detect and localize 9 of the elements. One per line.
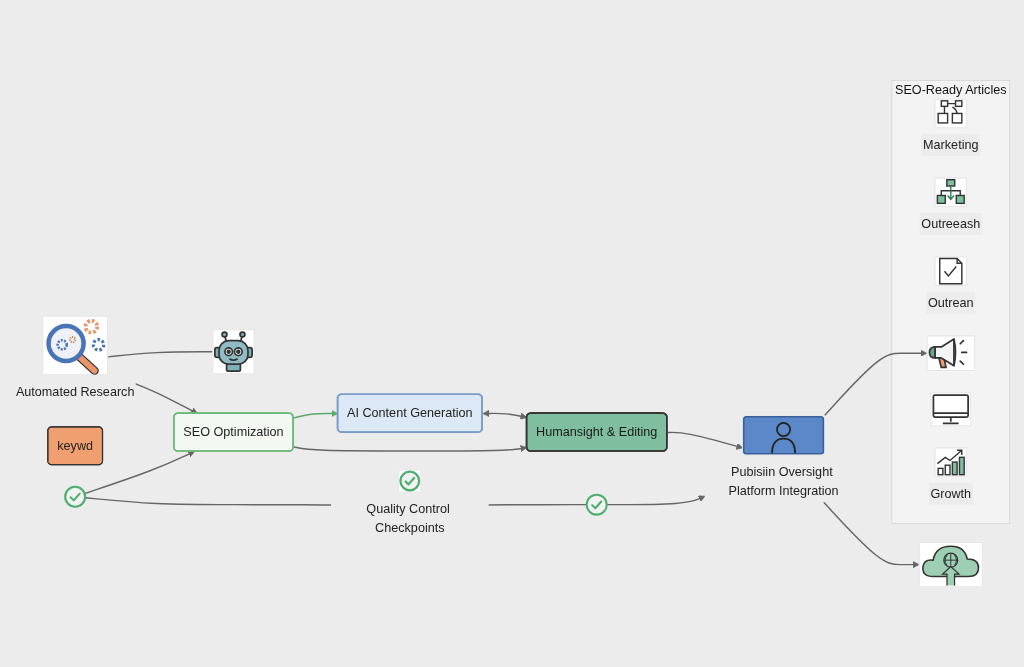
connector (107, 351, 214, 358)
node-circle (585, 493, 608, 516)
arrow (606, 495, 706, 506)
arrow (666, 431, 744, 450)
arrow (823, 349, 928, 417)
arrow (482, 410, 528, 420)
arrow (823, 501, 920, 569)
node-circle (64, 485, 87, 508)
arrow (292, 445, 528, 452)
